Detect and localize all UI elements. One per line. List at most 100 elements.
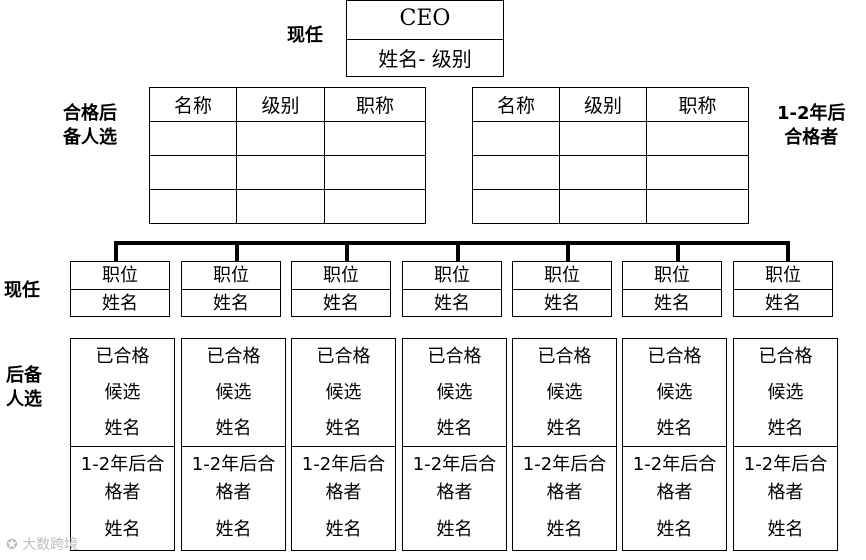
successor-box: 已合格候选姓名 1-2年后合格者姓名	[402, 338, 507, 551]
position-box: 职位 姓名	[402, 261, 502, 317]
successor-ready-name: 姓名	[767, 418, 804, 439]
table-cell	[324, 189, 426, 224]
table-cell	[149, 189, 237, 224]
column-header-level: 级别	[236, 87, 325, 122]
successor-ready-line2: 候选	[104, 382, 141, 403]
position-name: 姓名	[654, 293, 690, 314]
successor-ready-line1: 已合格	[427, 346, 482, 367]
table-cell	[236, 189, 325, 224]
ceo-box: CEO 姓名- 级别	[346, 0, 504, 77]
successor-box: 已合格候选姓名 1-2年后合格者姓名	[512, 338, 617, 551]
position-role: 职位	[71, 262, 169, 290]
position-name: 姓名	[434, 293, 470, 314]
column-header-name: 名称	[149, 87, 237, 122]
successor-later-name: 姓名	[767, 519, 804, 540]
successor-later-line1: 1-2年后合	[522, 454, 607, 475]
ceo-name-level: 姓名- 级别	[378, 47, 472, 71]
connector-drop	[235, 241, 239, 261]
position-name: 姓名	[765, 293, 801, 314]
table-cell	[236, 155, 325, 190]
ready-later-candidate-table: 名称 级别 职称	[472, 87, 749, 224]
successor-later-line2: 格者	[546, 482, 583, 503]
table-cell	[646, 155, 749, 190]
position-role: 职位	[734, 262, 832, 290]
successor-later-line2: 格者	[104, 482, 141, 503]
successor-later-name: 姓名	[325, 519, 362, 540]
successor-ready-line1: 已合格	[647, 346, 702, 367]
successor-later-line1: 1-2年后合	[743, 454, 828, 475]
table-cell	[149, 121, 237, 156]
connector-drop	[456, 241, 460, 261]
successor-later-line1: 1-2年后合	[412, 454, 497, 475]
successor-ready-line2: 候选	[656, 382, 693, 403]
successor-later-name: 姓名	[215, 519, 252, 540]
successor-later-line1: 1-2年后合	[191, 454, 276, 475]
successor-later-name: 姓名	[436, 519, 473, 540]
successor-ready-line2: 候选	[436, 382, 473, 403]
ready-later-label: 1-2年后 合格者	[777, 102, 846, 150]
table-row	[472, 155, 749, 190]
table-cell	[236, 121, 325, 156]
successor-ready-name: 姓名	[325, 418, 362, 439]
position-box: 职位 姓名	[181, 261, 281, 317]
successor-ready-line1: 已合格	[95, 346, 150, 367]
ready-now-label-line2: 备人选	[63, 127, 117, 148]
successor-later-line2: 格者	[767, 482, 804, 503]
successor-later-line2: 格者	[656, 482, 693, 503]
column-header-level: 级别	[559, 87, 647, 122]
watermark-logo-icon: ✪	[6, 537, 18, 553]
position-role: 职位	[623, 262, 721, 290]
position-box: 职位 姓名	[70, 261, 170, 317]
successor-ready-line1: 已合格	[758, 346, 813, 367]
position-role: 职位	[292, 262, 390, 290]
successors-label-line2: 人选	[6, 389, 42, 410]
successors-label: 后备 人选	[6, 364, 42, 412]
table-cell	[149, 155, 237, 190]
position-box: 职位 姓名	[291, 261, 391, 317]
position-role: 职位	[403, 262, 501, 290]
table-cell	[324, 121, 426, 156]
current-label-top: 现任	[287, 25, 323, 46]
ready-now-label-line1: 合格后	[63, 103, 117, 124]
table-cell	[646, 121, 749, 156]
connector-drop	[786, 241, 790, 261]
successor-ready-name: 姓名	[436, 418, 473, 439]
table-header-row: 名称 级别 职称	[472, 87, 749, 122]
column-header-title: 职称	[646, 87, 749, 122]
ready-later-label-line1: 1-2年后	[777, 103, 846, 124]
current-row-label: 现任	[4, 280, 40, 301]
position-box: 职位 姓名	[622, 261, 722, 317]
connector-drop	[566, 241, 570, 261]
ready-later-label-line2: 合格者	[784, 127, 839, 148]
table-cell	[559, 155, 647, 190]
successor-later-line2: 格者	[215, 482, 252, 503]
position-name: 姓名	[323, 293, 359, 314]
successor-ready-name: 姓名	[546, 418, 583, 439]
ready-now-label: 合格后 备人选	[63, 102, 117, 150]
table-cell	[472, 121, 560, 156]
connector-drop	[345, 241, 349, 261]
table-cell	[472, 155, 560, 190]
successor-ready-line2: 候选	[325, 382, 362, 403]
successor-later-line2: 格者	[325, 482, 362, 503]
successor-ready-line2: 候选	[215, 382, 252, 403]
successor-later-line1: 1-2年后合	[632, 454, 717, 475]
successor-box: 已合格候选姓名 1-2年后合格者姓名	[291, 338, 396, 551]
position-box: 职位 姓名	[733, 261, 833, 317]
position-role: 职位	[513, 262, 611, 290]
column-header-name: 名称	[472, 87, 560, 122]
successor-ready-line2: 候选	[767, 382, 804, 403]
successor-ready-line2: 候选	[546, 382, 583, 403]
successor-ready-name: 姓名	[215, 418, 252, 439]
successor-ready-line1: 已合格	[537, 346, 592, 367]
connector-drop	[676, 241, 680, 261]
position-name: 姓名	[102, 293, 138, 314]
successor-later-line2: 格者	[436, 482, 473, 503]
connector-bus	[114, 241, 790, 245]
successor-ready-line1: 已合格	[206, 346, 261, 367]
watermark-text: 大数跨境	[22, 537, 79, 553]
table-cell	[646, 189, 749, 224]
successor-later-name: 姓名	[546, 519, 583, 540]
ceo-title: CEO	[347, 1, 503, 40]
table-row	[149, 121, 426, 156]
